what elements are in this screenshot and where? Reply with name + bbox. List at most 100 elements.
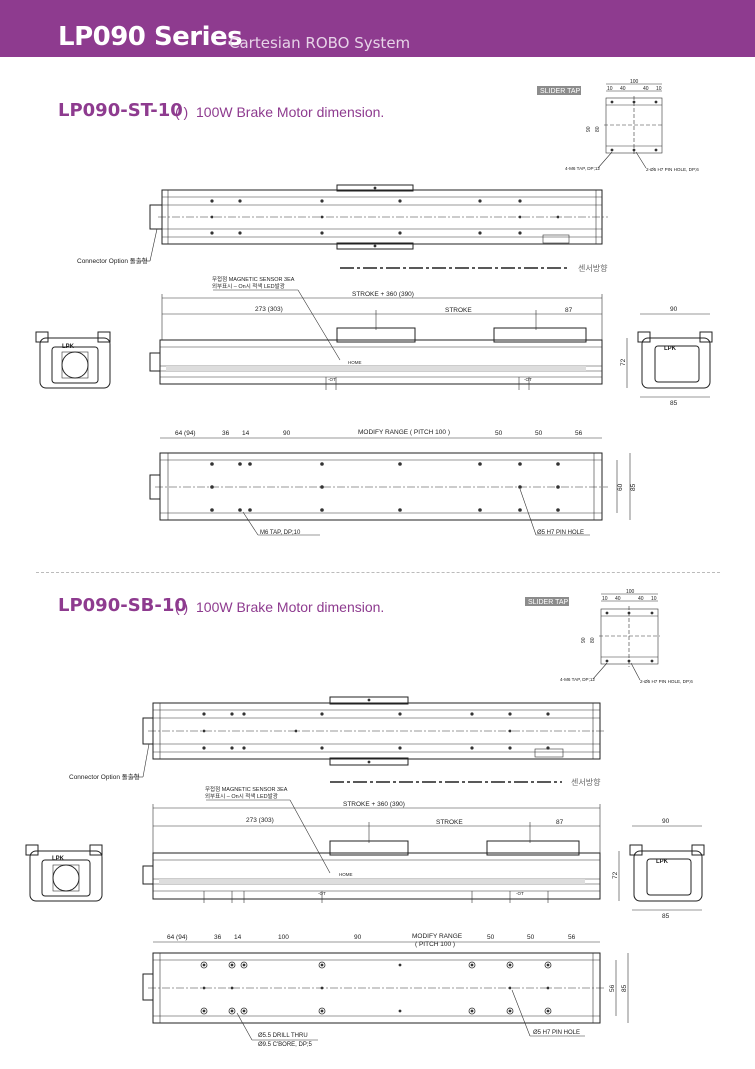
section-1-paren: ( ) (175, 104, 189, 120)
svg-text:무접점 MAGNETIC SENSOR 3EA: 무접점 MAGNETIC SENSOR 3EA (205, 785, 288, 793)
stroke-total-dim: STROKE + 360 (390) (352, 291, 414, 298)
svg-text:LPK: LPK (656, 859, 669, 865)
svg-text:87: 87 (556, 819, 564, 826)
section-divider (36, 572, 720, 573)
svg-text:40: 40 (638, 596, 644, 602)
end-view-left: LPK (35, 331, 111, 389)
svg-text:-OT: -OT (516, 891, 524, 896)
section-2-model: LP090-SB-10 (58, 595, 187, 616)
svg-text:14: 14 (242, 430, 250, 437)
svg-text:90: 90 (354, 934, 362, 941)
connector-option-label-2: Connector Option 돌출형 (69, 772, 140, 781)
svg-text:50: 50 (495, 430, 503, 437)
slider-tap-tag-2 (525, 597, 569, 606)
svg-text:90: 90 (662, 818, 670, 825)
svg-text:40: 40 (620, 86, 626, 92)
svg-text:36: 36 (214, 934, 222, 941)
svg-text:4-M6 TAP, DP;12: 4-M6 TAP, DP;12 (565, 166, 600, 171)
svg-text:100: 100 (630, 79, 639, 85)
svg-text:50: 50 (527, 934, 535, 941)
svg-text:36: 36 (222, 430, 230, 437)
svg-text:2-Ø5 H7 PIN HOLE, DP;6: 2-Ø5 H7 PIN HOLE, DP;6 (646, 167, 699, 172)
side-body-outline (159, 339, 603, 385)
svg-text:100: 100 (278, 934, 289, 941)
svg-text:외부표시 – On시 적색 LED발광: 외부표시 – On시 적색 LED발광 (205, 792, 278, 800)
svg-text:64 (94): 64 (94) (175, 430, 196, 437)
svg-text:80: 80 (595, 126, 601, 132)
tap-callout: M6 TAP, DP;10 (260, 530, 301, 536)
svg-text:90: 90 (283, 430, 291, 437)
svg-text:85: 85 (621, 984, 628, 992)
svg-text:STROKE: STROKE (445, 307, 472, 314)
top-lower-outline (159, 452, 603, 521)
svg-text:90: 90 (670, 306, 678, 313)
connector-option-label: Connector Option 돌출형 (77, 256, 148, 265)
section-1-drawings: SLIDER TAP 100 10 40 40 10 90 80 4-M6 TA… (35, 79, 713, 536)
sensor-direction-label: 센서방향 (578, 263, 608, 273)
svg-text:MODIFY RANGE ( PITCH 100 ): MODIFY RANGE ( PITCH 100 ) (358, 429, 450, 436)
pin-hole-callout-2: Ø5 H7 PIN HOLE (533, 1030, 580, 1036)
svg-text:40: 40 (643, 86, 649, 92)
svg-text:10: 10 (602, 596, 608, 602)
svg-text:85: 85 (670, 400, 678, 407)
svg-text:273 (303): 273 (303) (246, 817, 274, 824)
svg-text:56: 56 (609, 984, 616, 992)
end-view-left-2: LPK (25, 844, 103, 902)
slider-tap-detail-2: SLIDER TAP 100 10 40 40 10 90 80 4-M6 TA… (525, 589, 693, 684)
svg-text:40: 40 (615, 596, 621, 602)
page-header: LP090 Series Cartesian ROBO System (0, 0, 755, 57)
svg-text:-OT: -OT (524, 377, 532, 382)
slider-tap-tag (537, 86, 581, 95)
series-subtitle: Cartesian ROBO System (229, 34, 411, 52)
svg-text:센서방향: 센서방향 (571, 777, 601, 787)
top-view-lower-2: 64 (94) 36 14 100 90 MODIFY RANGE ( PITC… (142, 933, 629, 1048)
section-1-model: LP090-ST-10 (58, 100, 183, 121)
svg-text:4-M6 TAP, DP;12: 4-M6 TAP, DP;12 (560, 677, 595, 682)
svg-text:LPK: LPK (62, 344, 75, 350)
pin-hole-callout: Ø5 H7 PIN HOLE (537, 530, 584, 536)
svg-text:85: 85 (630, 483, 637, 491)
top-view-upper-2: Connector Option 돌출형 센서방향 (69, 696, 606, 787)
svg-text:80: 80 (590, 637, 596, 643)
svg-text:STROKE + 360 (390): STROKE + 360 (390) (343, 801, 405, 808)
svg-text:10: 10 (607, 86, 613, 92)
svg-text:SLIDER TAP: SLIDER TAP (528, 599, 569, 606)
svg-text:273 (303): 273 (303) (255, 306, 283, 313)
svg-text:STROKE: STROKE (436, 819, 463, 826)
svg-text:LPK: LPK (52, 856, 65, 862)
top-view-lower: 64 (94) 36 14 90 MODIFY RANGE ( PITCH 10… (149, 429, 637, 536)
svg-text:2-Ø5 H7 PIN HOLE, DP;6: 2-Ø5 H7 PIN HOLE, DP;6 (640, 679, 693, 684)
end-view-right: 90 LPK 72 85 (620, 306, 713, 407)
side-view-2: 무접점 MAGNETIC SENSOR 3EA 외부표시 – On시 적색 LE… (142, 785, 601, 903)
top-view-upper: Connector Option 돌출형 센서방향 (77, 184, 608, 273)
cbore-callout: Ø9.5 C'BORE, DP;5 (258, 1042, 312, 1048)
svg-text:10: 10 (656, 86, 662, 92)
svg-text:72: 72 (620, 358, 627, 366)
series-title: LP090 Series (58, 22, 243, 52)
svg-text:90: 90 (586, 126, 592, 132)
section-2-desc: 100W Brake Motor dimension. (196, 599, 385, 615)
section-1-desc: 100W Brake Motor dimension. (196, 104, 385, 120)
svg-text:87: 87 (565, 307, 573, 314)
section-2-drawings: SLIDER TAP 100 10 40 40 10 90 80 4-M6 TA… (25, 589, 705, 1048)
svg-text:50: 50 (487, 934, 495, 941)
svg-text:LPK: LPK (664, 346, 677, 352)
slider-tap-label: SLIDER TAP (540, 88, 581, 95)
drill-thru-callout: Ø5.5 DRILL THRU (258, 1033, 308, 1039)
svg-text:50: 50 (535, 430, 543, 437)
svg-text:14: 14 (234, 934, 242, 941)
svg-text:HOME: HOME (339, 872, 353, 877)
svg-text:85: 85 (662, 913, 670, 920)
svg-text:90: 90 (581, 637, 587, 643)
svg-text:10: 10 (651, 596, 657, 602)
section-2-paren: ( ) (175, 599, 189, 615)
svg-text:-OT: -OT (328, 377, 336, 382)
svg-text:HOME: HOME (348, 360, 362, 365)
side-view: 무접점 MAGNETIC SENSOR 3EA 외부표시 – On시 적색 LE… (149, 275, 603, 390)
end-view-right-2: 90 LPK 72 85 (612, 818, 705, 920)
svg-text:56: 56 (568, 934, 576, 941)
svg-text:100: 100 (626, 589, 635, 595)
svg-text:56: 56 (575, 430, 583, 437)
slider-tap-detail: SLIDER TAP 100 10 40 40 10 90 80 4-M6 TA… (537, 79, 699, 172)
